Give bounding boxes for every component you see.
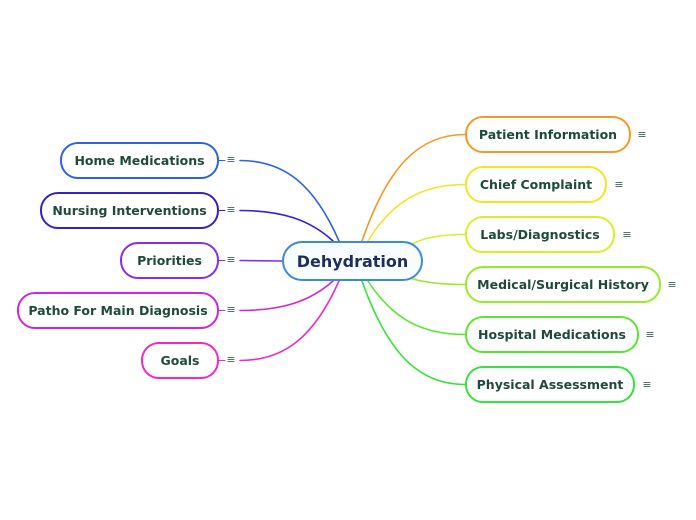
connector-right-3 — [409, 277, 466, 286]
topic-priorities[interactable]: Priorities — [120, 242, 219, 279]
notes-icon[interactable]: ≡ — [614, 178, 624, 191]
connector-left-3 — [239, 280, 334, 312]
notes-icon[interactable]: ≡ — [226, 353, 236, 366]
topic-nursing-interventions[interactable]: Nursing Interventions — [40, 192, 219, 229]
topic-labs-diagnostics[interactable]: Labs/Diagnostics — [465, 216, 615, 253]
notes-icon[interactable]: ≡ — [645, 328, 655, 341]
topic-medical-surgical-history[interactable]: Medical/Surgical History — [465, 266, 661, 303]
notes-icon[interactable]: ≡ — [226, 153, 236, 166]
connector-left-4 — [239, 280, 340, 362]
topic-home-medications[interactable]: Home Medications — [60, 142, 219, 179]
notes-icon[interactable]: ≡ — [637, 128, 647, 141]
notes-icon[interactable]: ≡ — [226, 303, 236, 316]
notes-icon[interactable]: ≡ — [667, 278, 677, 291]
topic-goals[interactable]: Goals — [141, 342, 219, 379]
topic-patient-information[interactable]: Patient Information — [465, 116, 631, 153]
connector-left-0 — [239, 159, 340, 242]
topic-hospital-medications[interactable]: Hospital Medications — [465, 316, 639, 353]
connector-left-1 — [239, 209, 334, 242]
topic-patho-for-main-diagnosis[interactable]: Patho For Main Diagnosis — [17, 292, 219, 329]
notes-icon[interactable]: ≡ — [226, 253, 236, 266]
notes-icon[interactable]: ≡ — [642, 378, 652, 391]
central-topic[interactable]: Dehydration — [282, 241, 423, 281]
connector-right-1 — [367, 183, 466, 242]
connector-right-5 — [361, 280, 466, 386]
topic-physical-assessment[interactable]: Physical Assessment — [465, 366, 635, 403]
connector-right-0 — [361, 133, 466, 242]
connector-right-2 — [411, 233, 466, 245]
notes-icon[interactable]: ≡ — [226, 203, 236, 216]
notes-icon[interactable]: ≡ — [622, 228, 632, 241]
topic-chief-complaint[interactable]: Chief Complaint — [465, 166, 607, 203]
connector-left-2 — [239, 259, 283, 262]
connector-right-4 — [367, 280, 466, 336]
